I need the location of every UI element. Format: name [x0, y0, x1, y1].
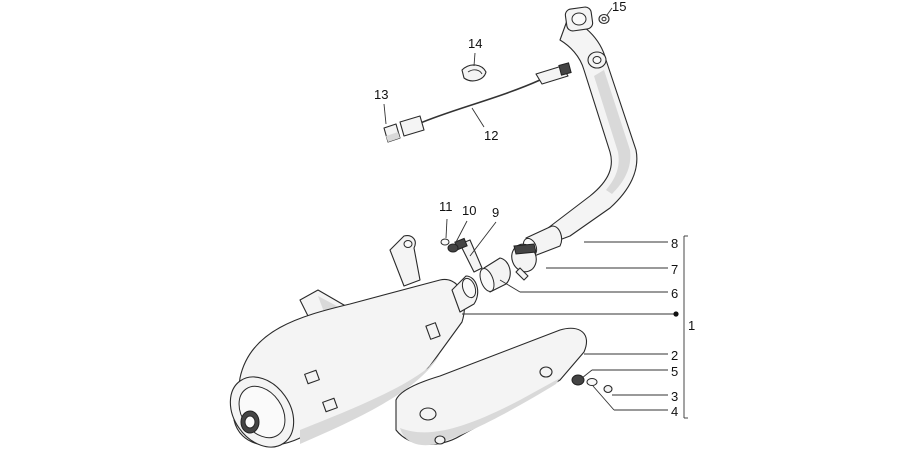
- callout-1: 1: [688, 318, 695, 333]
- washer-4: [586, 378, 598, 386]
- washer-11: [440, 238, 450, 246]
- heat-shield: [395, 327, 587, 446]
- callout-8: 8: [671, 236, 678, 251]
- nut-15: [598, 13, 610, 25]
- gasket-sleeve: [479, 257, 511, 293]
- callout-6: 6: [671, 286, 678, 301]
- callout-labels: 1 2 3 4 5 6 7 8 9 10 11 12 13 14 15: [374, 0, 695, 419]
- callout-15: 15: [612, 0, 626, 14]
- clamp: [511, 243, 537, 281]
- callout-4: 4: [671, 404, 678, 419]
- callout-12: 12: [484, 128, 498, 143]
- spacer-10: [447, 243, 459, 253]
- wire-clip: [461, 64, 487, 82]
- callout-5: 5: [671, 364, 678, 379]
- callout-3: 3: [671, 389, 678, 404]
- bolt-9: [454, 237, 483, 273]
- nut-5: [571, 374, 585, 386]
- callout-2: 2: [671, 348, 678, 363]
- sensor-connector: [383, 123, 401, 143]
- oxygen-sensor: [399, 62, 572, 137]
- exhaust-header-pipe: [547, 6, 638, 243]
- callout-13: 13: [374, 87, 388, 102]
- muffler: [229, 235, 479, 448]
- callout-9: 9: [492, 205, 499, 220]
- callout-10: 10: [462, 203, 476, 218]
- leader-lines: [383, 7, 688, 419]
- callout-7: 7: [671, 262, 678, 277]
- screw-3: [603, 384, 613, 394]
- callout-14: 14: [468, 36, 482, 51]
- callout-11: 11: [439, 199, 453, 214]
